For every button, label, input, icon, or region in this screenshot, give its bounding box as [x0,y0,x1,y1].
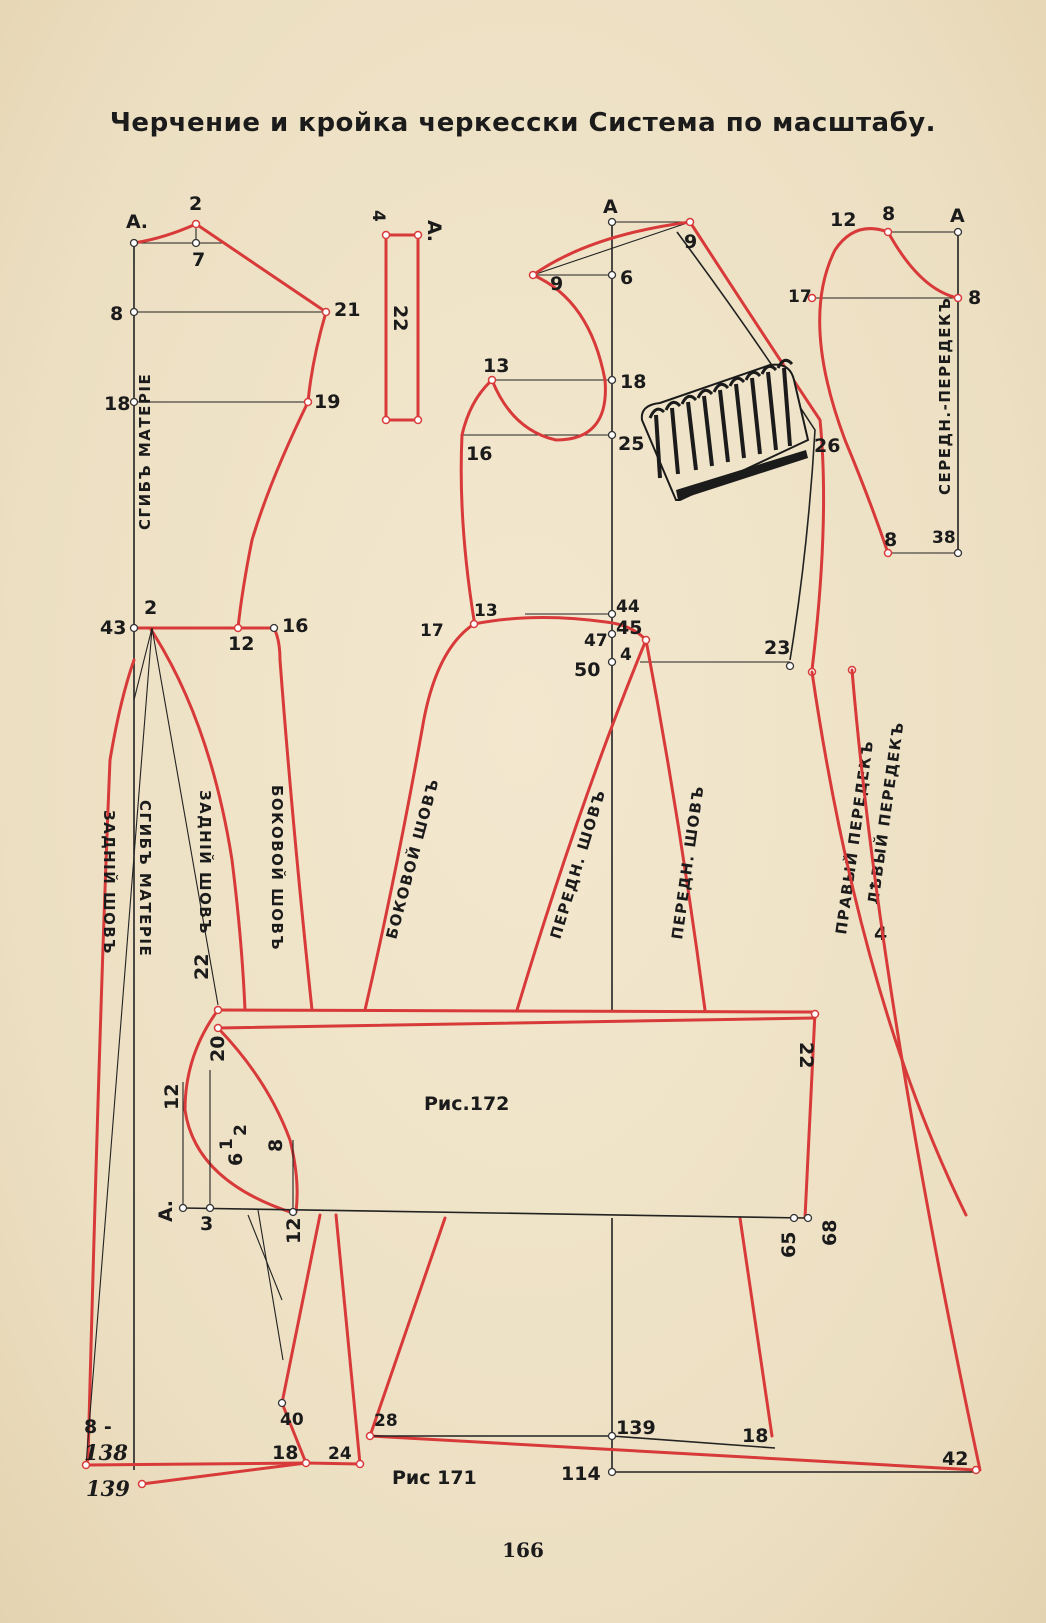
sleeve-point-8: 8 [265,1139,287,1152]
middle-front-piece: 12 8 А 17 8 8 38 СЕРЕДН.-ПЕРЕДЕКЪ [788,203,981,558]
label-back-seam: ЗАДНІЙ ШОВЪ [100,810,119,955]
back-armhole [236,310,328,630]
front-point-a: А [603,196,618,218]
skirt-point-18b: 18 [742,1425,768,1447]
middle-point-38: 38 [932,528,956,548]
label-back-fold-2: СГИБЪ МАТЕРІЕ [136,800,154,957]
label-side-seam-front: БОКОВОЙ ШОВЪ [382,776,443,941]
front-point-18: 18 [620,371,646,393]
sleeve-point-20: 20 [207,1036,229,1062]
page-title: Черчение и кройка черкесски Система по м… [109,108,937,138]
collar-strip-rect [384,233,420,422]
back-point-43: 43 [100,617,126,639]
back-point-2: 2 [189,193,202,215]
front-point-16: 16 [466,443,492,465]
back-point-21: 21 [334,299,360,321]
front-neck-curve [490,220,692,442]
front-side-seam [363,622,476,1012]
skirt-point-18: 18 [272,1442,298,1464]
skirt-point-42: 42 [942,1448,968,1470]
sleeve-half-sub: 2 [231,1124,251,1136]
front-point-13: 13 [483,355,509,377]
middle-front-outline [818,227,890,555]
middle-point-17: 17 [788,287,812,307]
front-seam-right [644,638,707,1012]
skirt-point-24: 24 [328,1444,352,1464]
middle-point-a: А [950,205,965,227]
sleeve-point-a: А. [155,1200,177,1222]
skirt-point-114: 114 [561,1463,601,1485]
page-number: 166 [502,1538,544,1562]
sleeve-piece: 22 20 12 6 1 2 8 А. 3 12 22 65 68 Рис.17… [155,954,841,1258]
sleeve-point-12: 12 [161,1084,183,1110]
front-point-9b: 9 [550,273,563,295]
skirt-point-28: 28 [374,1411,398,1431]
front-point-47: 47 [584,631,608,651]
front-point-50: 50 [574,659,600,681]
front-point-26: 26 [814,435,840,457]
sleeve-point-68: 68 [819,1220,841,1246]
front-point-4: 4 [620,645,632,665]
skirt-point-138: 138 [84,1440,128,1465]
strip-point-a: А. [423,220,445,242]
gathered-sleeve-head [640,358,810,501]
sleeve-top-edge [216,1008,817,1220]
back-point-18: 18 [104,393,130,415]
sleeve-point-65: 65 [778,1232,800,1258]
front-point-9a: 9 [684,231,697,253]
back-point-7: 7 [192,249,205,271]
sleeve-cap-curve [216,1026,299,1214]
middle-point-8b: 8 [968,287,981,309]
sleeve-point-22: 22 [191,954,213,980]
back-side-seam [278,658,314,1012]
front-point-25: 25 [618,433,644,455]
figure-171-label: Рис 171 [392,1467,477,1489]
skirt-point-8: 8 - [84,1416,112,1438]
back-point-a: А. [126,211,148,233]
middle-point-12: 12 [830,209,856,231]
sleeve-point-3: 3 [200,1213,213,1235]
middle-point-8: 8 [882,203,895,225]
label-front-seam: ПЕРЕДН. ШОВЪ [547,787,610,941]
figure-172-label: Рис.172 [424,1093,509,1115]
skirt-point-40: 40 [280,1410,304,1430]
back-point-2b: 2 [144,597,157,619]
front-waist-curve [472,615,648,642]
sleeve-half-sup: 1 [217,1138,237,1150]
back-point-8: 8 [110,303,123,325]
front-piece: А 9 9 6 13 18 16 25 26 13 17 44 45 47 4 … [363,196,982,1489]
sleeve-point-22r: 22 [795,1042,817,1068]
skirt-point-139: 139 [86,1476,130,1501]
back-point-12: 12 [228,633,254,655]
back-point-19: 19 [314,391,340,413]
front-point-17: 17 [420,621,444,641]
sleeve-point-12b: 12 [283,1218,305,1244]
front-point-23: 23 [764,637,790,659]
front-point-13b: 13 [474,601,498,621]
back-shoulder-line [132,222,328,314]
label-middle-front: СЕРЕДН.-ПЕРЕДЕКЪ [936,297,954,495]
label-back-seam-2: ЗАДНІЙ ШОВЪ [196,790,215,935]
label-back-fold: СГИБЪ МАТЕРІЕ [136,373,154,530]
back-piece: А. 2 7 8 21 18 19 43 2 12 16 СГИБЪ МАТЕР… [81,193,365,1501]
front-point-44: 44 [616,597,640,617]
strip-point-22: 22 [389,305,411,331]
strip-point-4: 4 [368,210,388,222]
front-seam-left [515,638,648,1012]
middle-point-8c: 8 [884,529,897,551]
front-point-45: 45 [616,617,642,639]
sleeve-point-6: 6 [225,1153,247,1166]
front-shoulder-red [688,220,826,672]
skirt-point-139b: 139 [616,1417,656,1439]
collar-strip: 4 А. 22 [368,210,445,425]
label-side-seam-back: БОКОВОЙ ШОВЪ [268,785,287,951]
front-point-6: 6 [620,267,633,289]
back-point-16: 16 [282,615,308,637]
